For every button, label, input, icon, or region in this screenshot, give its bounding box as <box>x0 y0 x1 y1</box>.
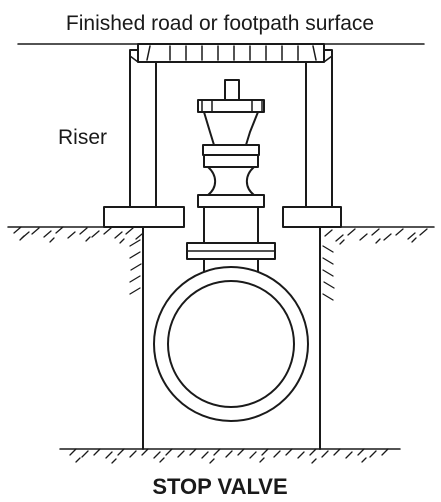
riser-label: Riser <box>58 126 107 149</box>
surface-box-lid <box>129 43 333 63</box>
chamber-pit <box>59 226 401 450</box>
spindle-cap <box>224 79 240 101</box>
left-footing-slab <box>103 206 185 228</box>
diagram-title: STOP VALVE <box>152 474 287 499</box>
main-pipe-section <box>153 266 309 422</box>
stop-valve <box>186 79 276 285</box>
surface-label: Finished road or footpath surface <box>66 12 374 35</box>
soil-hatching <box>13 226 428 464</box>
right-footing-slab <box>282 206 342 228</box>
